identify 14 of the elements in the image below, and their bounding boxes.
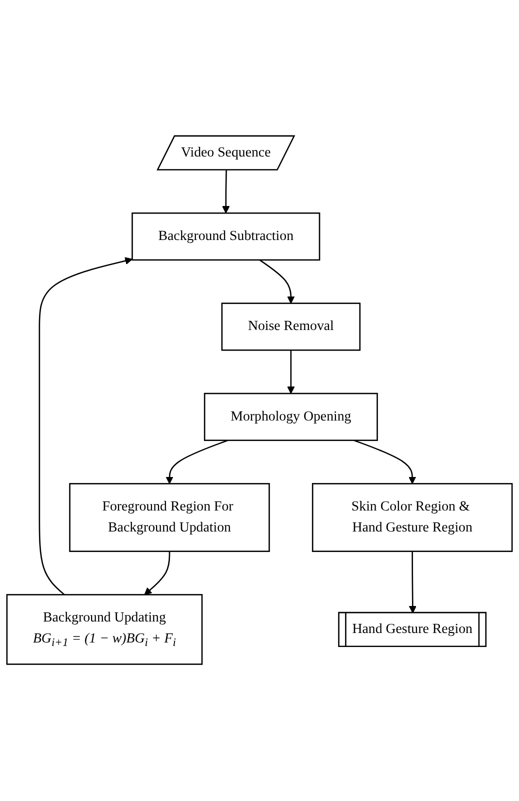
- arrow: [38, 258, 133, 596]
- arrow: [166, 440, 228, 484]
- arrow: [259, 260, 295, 304]
- arrow: [144, 552, 170, 596]
- arrow: [354, 440, 416, 484]
- node-box: Morphology Opening: [204, 393, 378, 442]
- node-box: Background Updating BG$_{i+1}$ = (1 − w)BG$_{i}$ + F$_{i}$: [6, 594, 203, 666]
- arrow: [408, 552, 416, 614]
- arrow: [287, 350, 295, 394]
- node-box: Foreground Region For Background Updation: [69, 483, 270, 552]
- node-box: Background Subtraction: [132, 212, 320, 262]
- arrow: [222, 170, 230, 214]
- node-box: Skin Color Region & Hand Gesture Region: [312, 483, 513, 552]
- node-box: Noise Removal: [221, 303, 361, 352]
